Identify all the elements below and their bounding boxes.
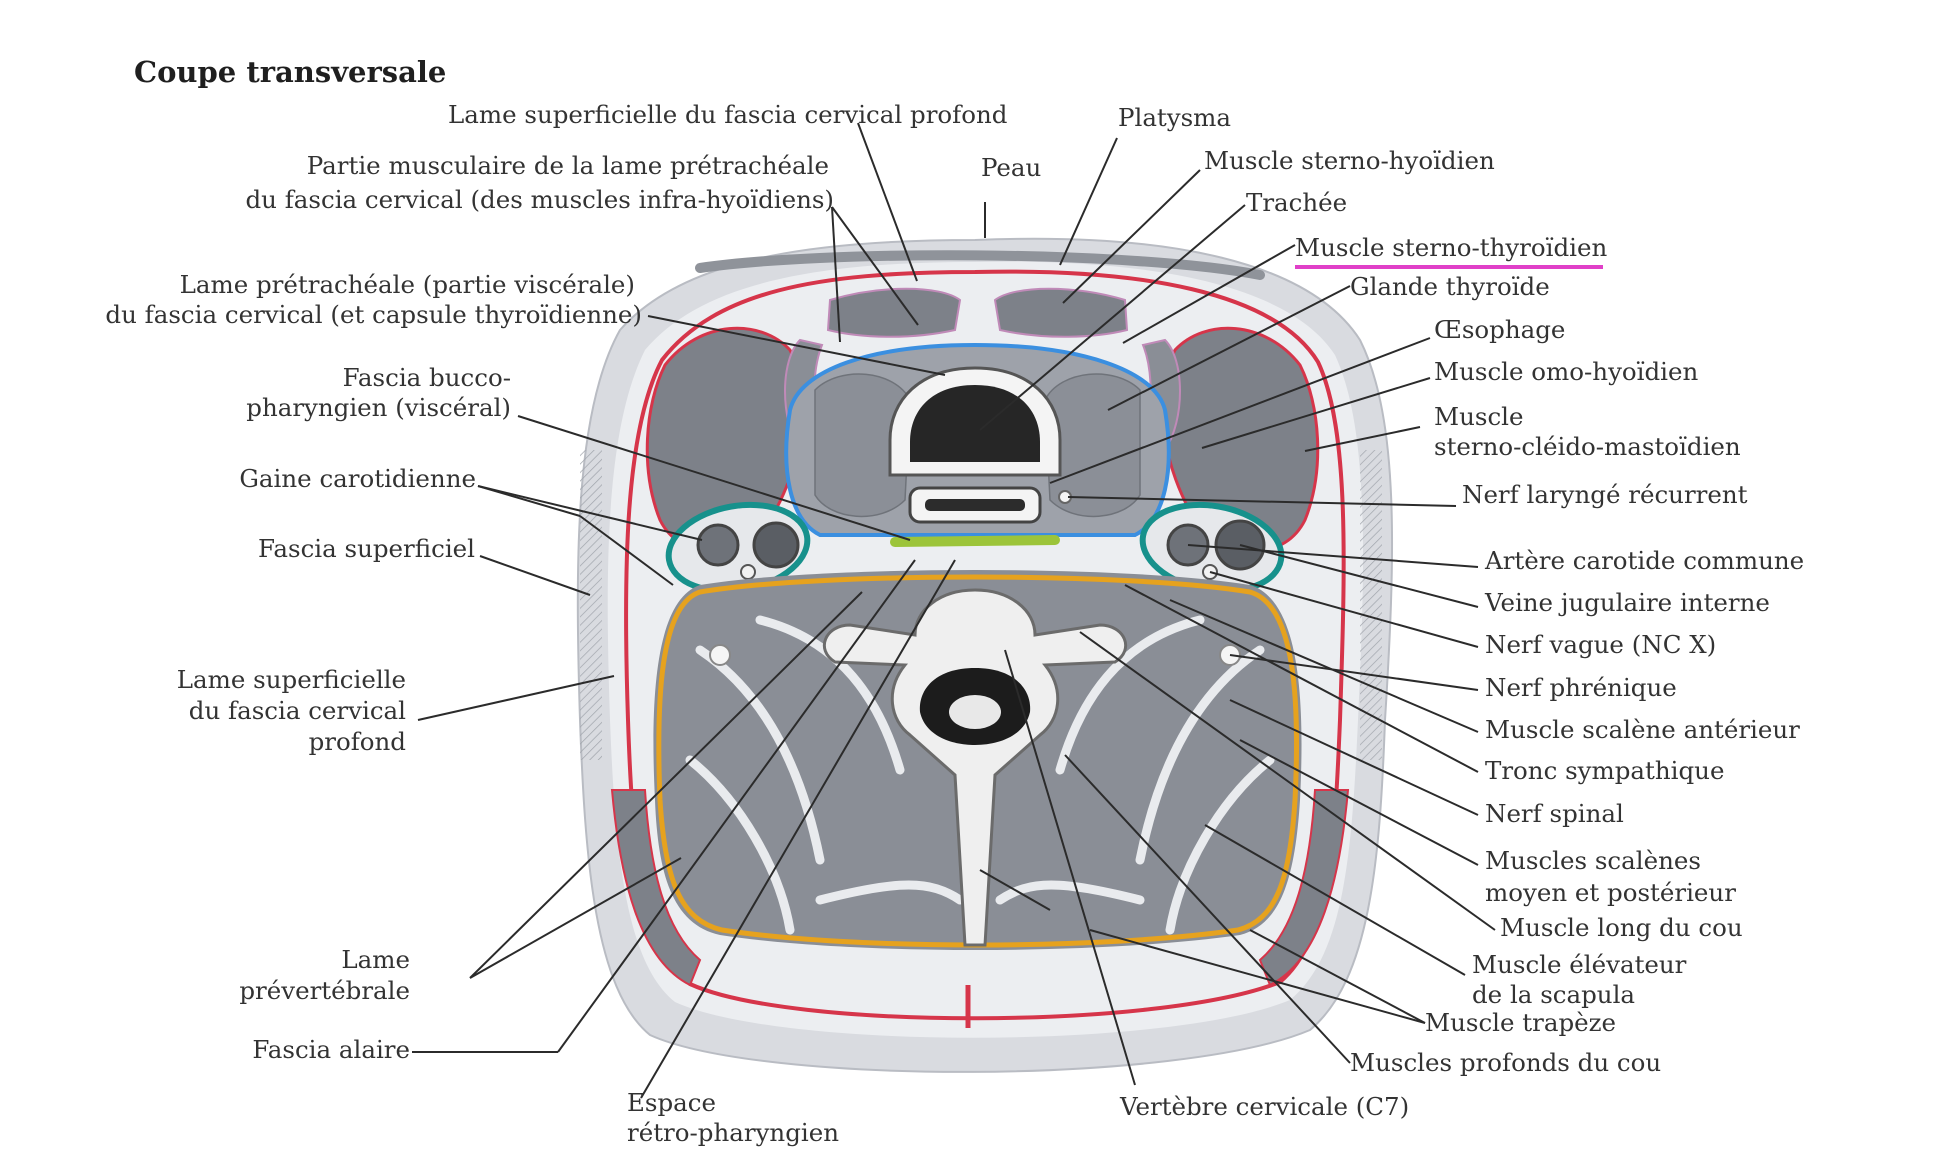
page-title: Coupe transversale: [134, 55, 447, 89]
superficial-fascia-right: [1360, 450, 1382, 760]
label-veine-jugulaire: Veine jugulaire interne: [1485, 588, 1770, 617]
label-omo-hyoidien: Muscle omo-hyoïdien: [1434, 357, 1699, 386]
label-peau: Peau: [981, 153, 1042, 182]
label-lame-prevertebrale-1: Lame: [341, 945, 410, 974]
label-nerf-larynge: Nerf laryngé récurrent: [1462, 480, 1748, 509]
label-lame-superficielle-top: Lame superficielle du fascia cervical pr…: [448, 100, 1008, 129]
platysma-layer: [695, 250, 1265, 280]
vagus-nerve-left: [740, 564, 756, 580]
label-elevateur-1: Muscle élévateur: [1472, 950, 1687, 979]
vertebra-c7: [822, 588, 1128, 947]
superficial-fascia-left: [580, 450, 602, 760]
label-elevateur-2: de la scapula: [1472, 980, 1636, 1009]
label-nerf-spinal: Nerf spinal: [1485, 799, 1624, 828]
buccopharyngeal-fascia: [890, 535, 1060, 547]
label-scm-2: sterno-cléido-mastoïdien: [1434, 432, 1741, 461]
label-scalenes-1: Muscles scalènes: [1485, 846, 1701, 875]
sternohyoid-muscle-left: [826, 287, 962, 338]
label-lame-sup-left-1: Lame superficielle: [176, 665, 406, 694]
label-scalenes-2: moyen et postérieur: [1485, 878, 1736, 907]
label-lame-sup-left-3: profond: [308, 727, 406, 756]
label-muscles-profonds: Muscles profonds du cou: [1350, 1048, 1662, 1077]
prevertebral-fascia: [656, 574, 1300, 948]
label-lame-pretracheale-2: du fascia cervical (et capsule thyroïdie…: [105, 300, 642, 329]
label-trapeze: Muscle trapèze: [1425, 1008, 1617, 1037]
label-scm-1: Muscle: [1434, 402, 1524, 431]
jugular-vein-left: [752, 521, 800, 569]
label-long-du-cou: Muscle long du cou: [1500, 913, 1743, 942]
label-partie-musculaire-2: du fascia cervical (des muscles infra-hy…: [245, 185, 834, 214]
sternohyoid-muscle-right: [993, 287, 1129, 338]
deep-muscle-septa: [685, 615, 1275, 935]
label-artere-carotide: Artère carotide commune: [1485, 546, 1805, 575]
esophagus-lumen: [925, 499, 1025, 511]
phrenic-nerve-left: [709, 644, 731, 666]
label-scalene-anterieur: Muscle scalène antérieur: [1485, 715, 1800, 744]
trapezius-left: [610, 789, 702, 987]
label-trachee: Trachée: [1246, 188, 1348, 217]
label-lame-sup-left-2: du fascia cervical: [188, 696, 406, 725]
label-sterno-hyoidien: Muscle sterno-hyoïdien: [1204, 146, 1495, 175]
label-lame-pretracheale-1: Lame prétrachéale (partie viscérale): [179, 270, 635, 299]
label-fascia-alaire: Fascia alaire: [252, 1035, 410, 1064]
carotid-artery-left: [696, 523, 740, 567]
label-fascia-bucco-1: Fascia bucco-: [342, 363, 511, 392]
trachea-lumen: [910, 385, 1040, 462]
label-oesophage: Œsophage: [1434, 315, 1566, 344]
label-tronc-sympathique: Tronc sympathique: [1485, 756, 1725, 785]
label-sterno-thyroidien: Muscle sterno-thyroïdien: [1295, 233, 1608, 262]
label-fascia-superficiel: Fascia superficiel: [258, 534, 475, 563]
label-nerf-phrenique: Nerf phrénique: [1485, 673, 1677, 702]
label-fascia-bucco-2: pharyngien (viscéral): [246, 393, 511, 422]
trapezius-right: [1258, 789, 1350, 987]
label-platysma: Platysma: [1118, 103, 1232, 132]
spinal-cord: [949, 695, 1001, 729]
label-gaine-carotidienne: Gaine carotidienne: [239, 464, 476, 493]
label-nerf-vague: Nerf vague (NC X): [1485, 630, 1717, 659]
label-espace-retro-2: rétro-pharyngien: [627, 1118, 839, 1147]
label-lame-prevertebrale-2: prévertébrale: [239, 976, 410, 1005]
label-glande-thyroide: Glande thyroïde: [1350, 272, 1550, 301]
label-partie-musculaire-1: Partie musculaire de la lame prétrachéal…: [306, 151, 829, 180]
label-vertebre-c7: Vertèbre cervicale (C7): [1120, 1092, 1410, 1121]
investing-fascia: [624, 269, 1346, 1021]
label-espace-retro-1: Espace: [627, 1088, 716, 1117]
leader-lines: [412, 122, 1496, 1099]
